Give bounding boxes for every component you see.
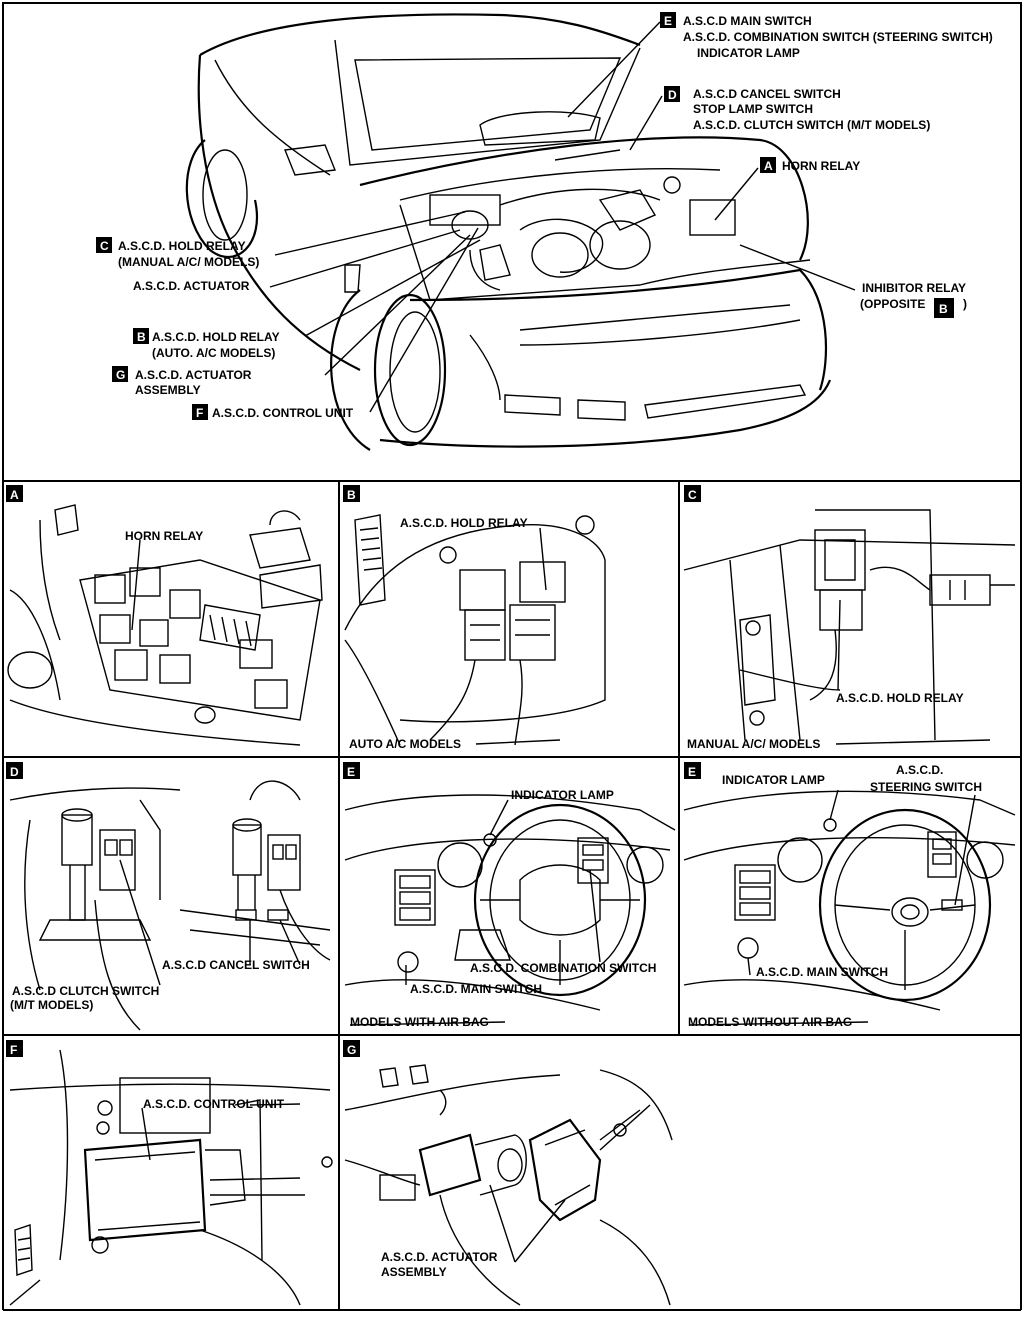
- panel-e1-label-main-switch: A.S.C.D. MAIN SWITCH: [410, 982, 542, 996]
- svg-text:D: D: [668, 88, 677, 102]
- svg-text:E: E: [347, 765, 355, 779]
- label-ascd-main-switch: A.S.C.D MAIN SWITCH: [683, 14, 812, 28]
- badge-f-overview: [192, 404, 208, 420]
- svg-text:E: E: [664, 14, 672, 28]
- panel-e1-label-combination-switch: A.S.C.D. COMBINATION SWITCH: [470, 961, 656, 975]
- panel-e1-label-indicator-lamp: INDICATOR LAMP: [511, 788, 614, 802]
- panel-f-label-control-unit: A.S.C.D. CONTROL UNIT: [143, 1097, 285, 1111]
- panel-e1-label-models-with-air-bag: MODELS WITH AIR BAG: [350, 1015, 489, 1029]
- label-ascd-combination-switch: A.S.C.D. COMBINATION SWITCH (STEERING SW…: [683, 30, 993, 44]
- svg-text:(AUTO. A/C MODELS): (AUTO. A/C MODELS): [152, 346, 275, 360]
- label-ascd-hold-relay-manual: A.S.C.D. HOLD RELAY: [118, 239, 246, 253]
- panel-a-horn-relay: A HORN RELAY: [6, 485, 323, 746]
- panel-e2-label-ascd: A.S.C.D.: [896, 763, 943, 777]
- badge-c: [684, 485, 701, 502]
- label-ascd-actuator-assembly: A.S.C.D. ACTUATOR: [135, 368, 252, 382]
- svg-text:D: D: [10, 765, 19, 779]
- badge-b-overview: [133, 328, 149, 344]
- svg-text:G: G: [116, 368, 125, 382]
- panel-f-control-unit: F A.S.C.D. CONTROL UNIT: [6, 1040, 331, 1306]
- panel-e2-label-steering-switch: STEERING SWITCH: [870, 780, 982, 794]
- panel-g-label-assembly: ASSEMBLY: [381, 1265, 447, 1279]
- panel-g-actuator-assembly: G A.S.C.D. ACTUATOR ASSEMBLY: [321, 1040, 673, 1306]
- panel-c-label-hold-relay: A.S.C.D. HOLD RELAY: [836, 691, 964, 705]
- badge-f: [6, 1040, 23, 1057]
- label-ascd-cancel-switch: A.S.C.D CANCEL SWITCH: [693, 87, 841, 101]
- label-ascd-actuator: A.S.C.D. ACTUATOR: [133, 279, 250, 293]
- overview-labels: E A.S.C.D MAIN SWITCH A.S.C.D. COMBINATI…: [96, 12, 993, 420]
- label-stop-lamp-switch: STOP LAMP SWITCH: [693, 102, 813, 116]
- svg-text:A: A: [10, 488, 19, 502]
- panel-d-label-cancel-switch: A.S.C.D CANCEL SWITCH: [162, 958, 310, 972]
- panel-e2-label-models-without-air-bag: MODELS WITHOUT AIR BAG: [688, 1015, 852, 1029]
- svg-text:A: A: [764, 159, 773, 173]
- svg-text:(OPPOSITE: (OPPOSITE: [860, 297, 925, 311]
- panel-a-label-horn-relay: HORN RELAY: [125, 529, 203, 543]
- label-ascd-hold-relay-auto: A.S.C.D. HOLD RELAY: [152, 330, 280, 344]
- svg-text:F: F: [196, 406, 203, 420]
- panel-c-hold-relay-manual: C A.S.C.D. HOLD RELAY MANUAL A/C/ MODELS: [683, 485, 1016, 751]
- svg-text:F: F: [10, 1043, 17, 1057]
- panel-b-label-auto-ac-models: AUTO A/C MODELS: [349, 737, 461, 751]
- label-ascd-clutch-switch: A.S.C.D. CLUTCH SWITCH (M/T MODELS): [693, 118, 930, 132]
- svg-text:B: B: [347, 488, 356, 502]
- badge-d-overview: [664, 86, 680, 102]
- panel-e2-label-main-switch: A.S.C.D. MAIN SWITCH: [756, 965, 888, 979]
- svg-text:ASSEMBLY: ASSEMBLY: [135, 383, 201, 397]
- badge-c-overview: [96, 237, 112, 253]
- panel-b-label-hold-relay: A.S.C.D. HOLD RELAY: [400, 516, 528, 530]
- svg-text:): ): [963, 297, 967, 311]
- panel-e-with-air-bag: E INDICATOR LAMP A.S.C.D. COMBINATION SW…: [343, 762, 676, 1029]
- svg-text:G: G: [347, 1043, 356, 1057]
- label-inhibitor-relay: INHIBITOR RELAY: [862, 281, 966, 295]
- badge-e: [343, 762, 360, 779]
- svg-text:C: C: [100, 239, 109, 253]
- badge-b-inhibitor: [934, 298, 954, 318]
- panel-d-cancel-clutch-switch: D A.S.C.D CANCEL SWITCH A.S.C.D CLUTCH S…: [6, 762, 331, 1031]
- panel-e-without-air-bag: E INDICATOR LAMP A.S.C.D. STEERING SWITC…: [683, 762, 1016, 1029]
- badge-e-overview: [660, 12, 676, 28]
- label-horn-relay: HORN RELAY: [782, 159, 860, 173]
- overview-leader-lines: [269, 21, 856, 413]
- badge-a-overview: [760, 157, 776, 173]
- panel-e2-label-indicator-lamp: INDICATOR LAMP: [722, 773, 825, 787]
- panel-c-label-manual-ac-models: MANUAL A/C/ MODELS: [687, 737, 820, 751]
- badge-e-2: [684, 762, 701, 779]
- label-ascd-control-unit: A.S.C.D. CONTROL UNIT: [212, 406, 354, 420]
- label-indicator-lamp: INDICATOR LAMP: [697, 46, 800, 60]
- panel-b-hold-relay-auto: B A.S.C.D. HOLD RELAY AUTO A/C MODELS: [343, 485, 606, 751]
- badge-a: [6, 485, 23, 502]
- panel-d-label-clutch-switch: A.S.C.D CLUTCH SWITCH: [12, 984, 159, 998]
- panel-g-label-actuator: A.S.C.D. ACTUATOR: [381, 1250, 498, 1264]
- car-overview-illustration: [185, 13, 832, 451]
- badge-g-overview: [112, 366, 128, 382]
- svg-text:(MANUAL A/C/ MODELS): (MANUAL A/C/ MODELS): [118, 255, 259, 269]
- badge-g: [343, 1040, 360, 1057]
- svg-text:E: E: [688, 765, 696, 779]
- svg-text:B: B: [137, 330, 146, 344]
- badge-d: [6, 762, 23, 779]
- svg-text:C: C: [688, 488, 697, 502]
- badge-b: [343, 485, 360, 502]
- svg-text:(M/T MODELS): (M/T MODELS): [10, 998, 93, 1012]
- svg-text:B: B: [939, 302, 948, 316]
